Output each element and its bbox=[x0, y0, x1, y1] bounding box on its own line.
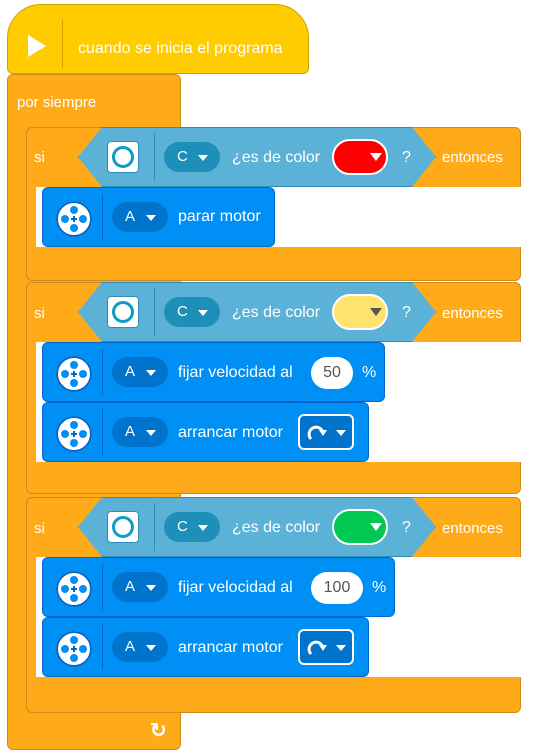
action-text: arrancar motor bbox=[178, 639, 283, 656]
motor-icon bbox=[56, 631, 92, 667]
question-mark: ? bbox=[402, 304, 411, 321]
color-dropdown[interactable] bbox=[332, 139, 388, 175]
sensor-port-dropdown[interactable]: C bbox=[164, 297, 220, 327]
sensor-port-label: C bbox=[177, 148, 188, 165]
play-icon bbox=[28, 35, 46, 57]
then-label: entonces bbox=[442, 305, 503, 322]
motor-icon bbox=[56, 416, 92, 452]
motor-port-label: A bbox=[125, 363, 136, 380]
action-text: fijar velocidad al bbox=[178, 364, 293, 381]
chevron-down-icon bbox=[198, 155, 208, 161]
chevron-down-icon bbox=[370, 523, 382, 531]
percent-label: % bbox=[362, 364, 377, 381]
if-label: si bbox=[34, 149, 45, 166]
color-dropdown[interactable] bbox=[332, 509, 388, 545]
direction-dropdown[interactable] bbox=[298, 414, 354, 450]
color-sensor-icon bbox=[107, 296, 139, 328]
percent-label: % bbox=[372, 579, 387, 596]
forever-label: por siempre bbox=[17, 94, 97, 111]
motor-icon bbox=[56, 356, 92, 392]
sensor-port-dropdown[interactable]: C bbox=[164, 512, 220, 542]
chevron-down-icon bbox=[146, 645, 156, 651]
condition-text: ¿es de color bbox=[232, 304, 321, 321]
clockwise-arrow-icon bbox=[307, 425, 327, 441]
if-label: si bbox=[34, 305, 45, 322]
condition-text: ¿es de color bbox=[232, 149, 321, 166]
start-motor-block[interactable] bbox=[42, 402, 369, 462]
motor-icon bbox=[56, 571, 92, 607]
question-mark: ? bbox=[402, 519, 411, 536]
action-text: arrancar motor bbox=[178, 424, 283, 441]
chevron-down-icon bbox=[336, 430, 346, 436]
question-mark: ? bbox=[402, 149, 411, 166]
motor-port-dropdown[interactable]: A bbox=[112, 572, 168, 602]
color-dropdown[interactable] bbox=[332, 294, 388, 330]
chevron-down-icon bbox=[146, 215, 156, 221]
chevron-down-icon bbox=[370, 153, 382, 161]
motor-port-label: A bbox=[125, 423, 136, 440]
motor-port-dropdown[interactable]: A bbox=[112, 632, 168, 662]
condition-text: ¿es de color bbox=[232, 519, 321, 536]
motor-icon bbox=[56, 201, 92, 237]
chevron-down-icon bbox=[198, 525, 208, 531]
hat-label: cuando se inicia el programa bbox=[78, 40, 283, 57]
color-sensor-icon bbox=[107, 511, 139, 543]
sensor-port-label: C bbox=[177, 518, 188, 535]
if-label: si bbox=[34, 520, 45, 537]
speed-input[interactable]: 50 bbox=[311, 357, 353, 389]
motor-port-dropdown[interactable]: A bbox=[112, 417, 168, 447]
clockwise-arrow-icon bbox=[307, 640, 327, 656]
sensor-port-dropdown[interactable]: C bbox=[164, 142, 220, 172]
hat-divider bbox=[62, 20, 63, 68]
chevron-down-icon bbox=[146, 585, 156, 591]
motor-port-label: A bbox=[125, 638, 136, 655]
motor-port-dropdown[interactable]: A bbox=[112, 357, 168, 387]
then-label: entonces bbox=[442, 149, 503, 166]
action-text: parar motor bbox=[178, 208, 261, 225]
motor-port-label: A bbox=[125, 578, 136, 595]
chevron-down-icon bbox=[336, 645, 346, 651]
chevron-down-icon bbox=[370, 308, 382, 316]
chevron-down-icon bbox=[198, 310, 208, 316]
then-label: entonces bbox=[442, 520, 503, 537]
program-start-hat-block[interactable] bbox=[7, 4, 309, 74]
action-text: fijar velocidad al bbox=[178, 579, 293, 596]
motor-port-label: A bbox=[125, 208, 136, 225]
chevron-down-icon bbox=[146, 370, 156, 376]
color-sensor-icon bbox=[107, 141, 139, 173]
direction-dropdown[interactable] bbox=[298, 629, 354, 665]
sensor-port-label: C bbox=[177, 303, 188, 320]
chevron-down-icon bbox=[146, 430, 156, 436]
loop-arrow-icon: ↻ bbox=[150, 720, 167, 742]
motor-port-dropdown[interactable]: A bbox=[112, 202, 168, 232]
speed-input[interactable]: 100 bbox=[311, 572, 363, 604]
